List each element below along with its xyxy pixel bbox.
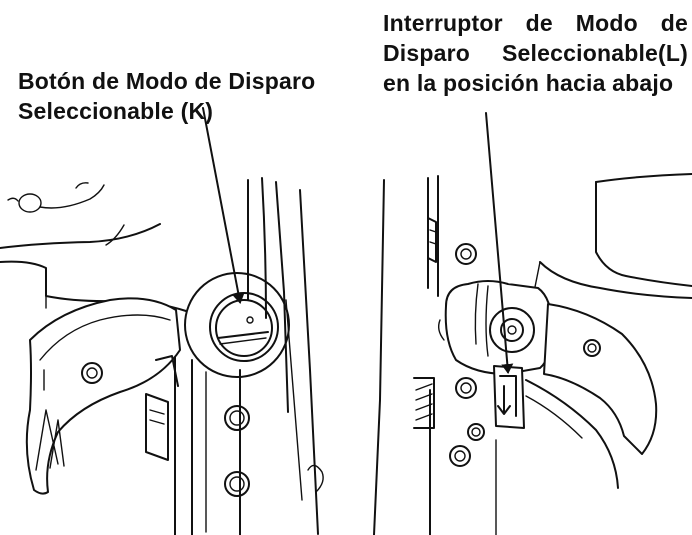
button-k-bezel [209,292,279,362]
callout-label-button-k: Botón de Modo de Disparo Seleccionable (… [18,66,358,126]
right-view-drawing [373,173,692,535]
lever-wing-right [543,303,658,455]
leader-arrow-switch-l [485,112,514,374]
selector-hub [444,280,553,375]
callout-label-switch-l: Interruptor de Modo de Disparo Seleccion… [383,8,688,98]
callout-k-line-2: Seleccionable (K) [18,98,214,124]
housing-screw-2 [224,471,250,497]
trigger-lever-left [25,297,181,495]
selector-hub-cap [489,307,535,353]
selector-hub-center [500,318,524,342]
callout-l-line-3: en la posición hacia abajo [383,70,674,96]
right-screw-mid [455,377,477,399]
right-screw-top [455,243,477,265]
right-screw-low [449,445,471,467]
callout-l-line-2: Disparo Seleccionable(L) [383,40,688,66]
button-k-dot [246,316,254,324]
left-view-drawing [0,177,324,535]
pivot-screw-left [81,362,103,384]
button-k-slot [217,331,269,339]
button-k-cap [215,299,273,357]
housing-screw-1 [224,405,250,431]
ring-detail [18,193,42,213]
callout-l-line-1: Interruptor de Modo de [383,10,688,36]
switch-l-down-arrow [497,385,511,415]
callout-k-line-1: Botón de Modo de Disparo [18,68,316,94]
button-k-outer-ring [184,272,290,378]
leader-arrow-button-k [202,107,245,304]
